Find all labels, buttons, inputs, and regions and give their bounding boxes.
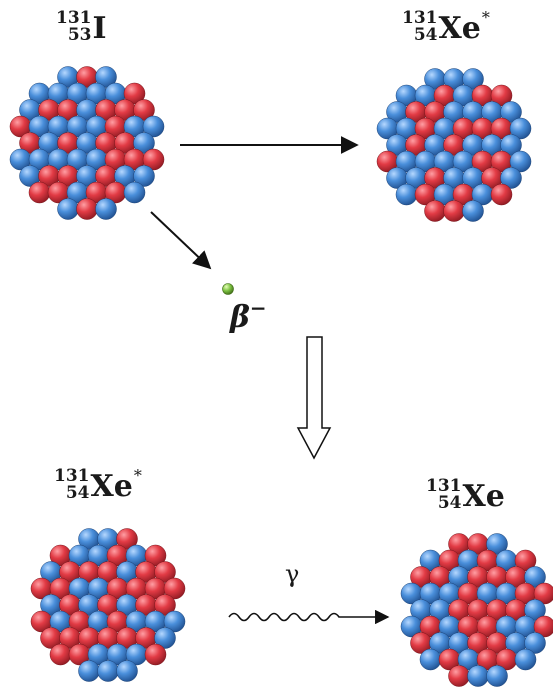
- proton-sphere: [154, 594, 176, 616]
- neutron-sphere: [514, 648, 537, 671]
- element-symbol: Xe: [90, 469, 133, 504]
- beta-minus-label: β−: [230, 296, 267, 335]
- atomic-number: 54: [65, 483, 90, 503]
- beta-emission-arrow: [150, 211, 212, 270]
- nucleus-iodine-131: [9, 66, 165, 220]
- neutron-sphere: [486, 533, 508, 555]
- neutron-sphere: [462, 68, 484, 90]
- label-xenon-131-excited-top: 131 54 Xe*: [402, 10, 490, 44]
- neutron-sphere: [116, 660, 138, 682]
- mass-number: 131: [56, 8, 92, 28]
- proton-sphere: [163, 577, 186, 600]
- neutron-sphere: [142, 115, 165, 138]
- proton-sphere: [28, 181, 51, 204]
- neutron-sphere: [467, 665, 489, 687]
- mass-number: 131: [426, 476, 462, 496]
- proton-sphere: [123, 82, 146, 105]
- neutron-sphere: [78, 660, 100, 682]
- neutron-sphere: [95, 66, 117, 88]
- electron-particle: [222, 283, 234, 295]
- nucleus-xenon-131-ground: [400, 533, 553, 687]
- neutron-sphere: [133, 132, 155, 154]
- neutron-sphere: [395, 183, 418, 206]
- proton-sphere: [133, 99, 155, 121]
- neutron-sphere: [500, 167, 522, 189]
- neutron-sphere: [133, 165, 155, 187]
- neutron-sphere: [57, 198, 79, 220]
- proton-sphere: [154, 561, 176, 583]
- label-iodine-131: 131 53 I: [56, 10, 108, 44]
- neutron-sphere: [509, 117, 532, 140]
- proton-sphere: [116, 528, 138, 550]
- atomic-number: 53: [67, 25, 92, 45]
- neutron-sphere: [524, 599, 546, 621]
- neutron-sphere: [95, 198, 117, 220]
- proton-sphere: [142, 148, 165, 171]
- proton-sphere: [533, 582, 553, 605]
- label-xenon-131-ground: 131 54 Xe: [426, 478, 506, 512]
- excited-mark: *: [133, 466, 142, 485]
- nucleus-xenon-131-excited-top: [376, 68, 532, 222]
- nucleus-xenon-131-excited-bottom: [30, 528, 186, 682]
- neutron-sphere: [500, 134, 522, 156]
- gamma-wave-arrow: [228, 609, 390, 625]
- proton-sphere: [490, 84, 513, 107]
- proton-sphere: [424, 200, 446, 222]
- excited-mark: *: [481, 8, 490, 27]
- element-symbol: I: [92, 11, 107, 46]
- proton-sphere: [49, 643, 72, 666]
- neutron-sphere: [163, 610, 186, 633]
- proton-sphere: [514, 549, 537, 572]
- proton-sphere: [144, 544, 167, 567]
- label-xenon-131-excited-bottom: 131 54 Xe*: [54, 468, 142, 502]
- process-arrow: [296, 336, 332, 460]
- proton-sphere: [144, 643, 167, 666]
- neutron-sphere: [462, 200, 484, 222]
- gamma-label: γ: [285, 560, 300, 588]
- proton-sphere: [533, 615, 553, 638]
- neutron-sphere: [97, 660, 119, 682]
- proton-sphere: [448, 665, 470, 687]
- proton-sphere: [76, 198, 98, 220]
- mass-number: 131: [54, 466, 90, 486]
- element-symbol: Xe: [462, 479, 505, 514]
- neutron-sphere: [524, 566, 546, 588]
- neutron-sphere: [419, 648, 442, 671]
- proton-sphere: [490, 183, 513, 206]
- neutron-sphere: [524, 632, 546, 654]
- proton-sphere: [443, 200, 465, 222]
- atomic-number: 54: [437, 493, 462, 513]
- atomic-number: 54: [413, 25, 438, 45]
- element-symbol: Xe: [438, 11, 481, 46]
- neutron-sphere: [486, 665, 508, 687]
- neutron-sphere: [154, 627, 176, 649]
- neutron-sphere: [123, 181, 146, 204]
- mass-number: 131: [402, 8, 438, 28]
- neutron-sphere: [509, 150, 532, 173]
- neutron-sphere: [500, 101, 522, 123]
